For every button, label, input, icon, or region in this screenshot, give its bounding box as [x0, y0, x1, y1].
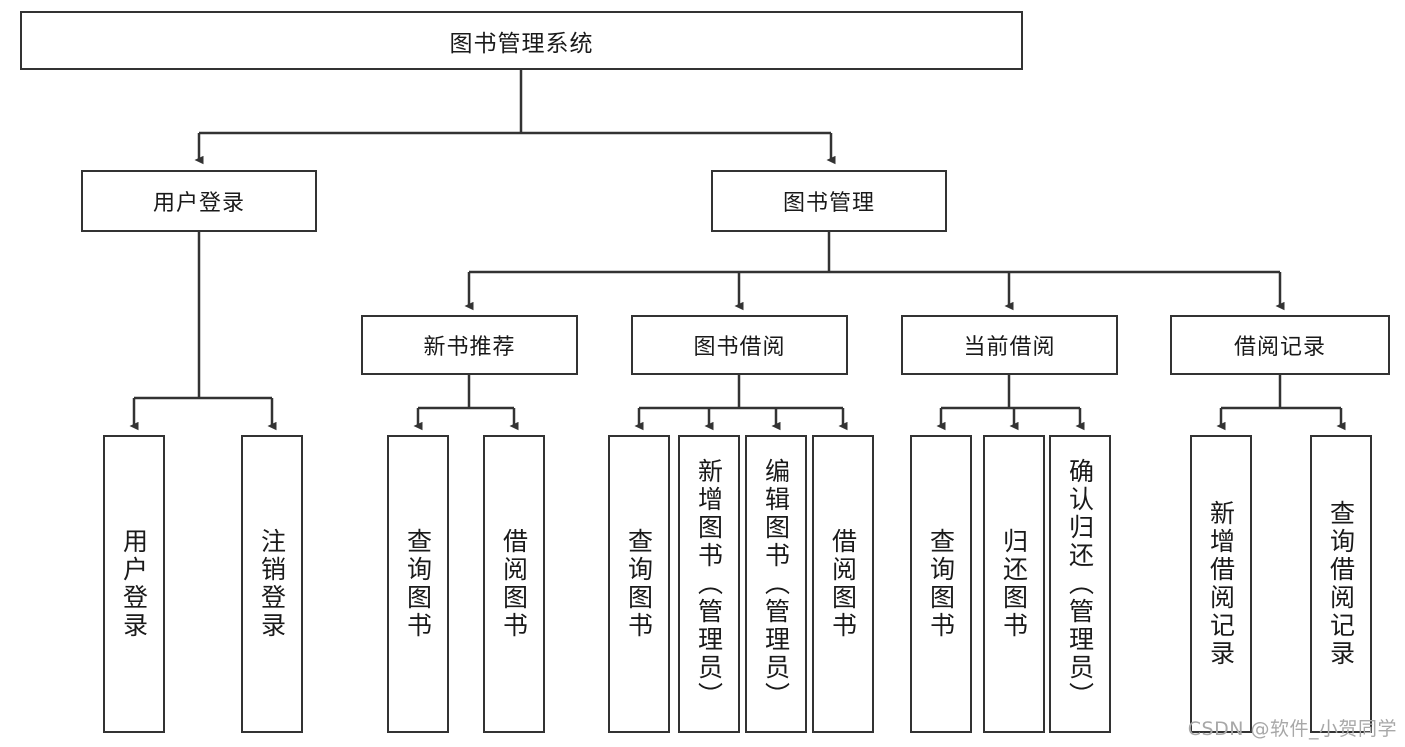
node-label: 编辑图书（管理员）	[761, 458, 791, 710]
node-label: 归还图书	[999, 528, 1029, 640]
leaf-add-book-admin[interactable]: 新增图书（管理员）	[678, 435, 740, 733]
node-book-management[interactable]: 图书管理	[711, 170, 947, 232]
leaf-return-book[interactable]: 归还图书	[983, 435, 1045, 733]
leaf-borrow-book-recommend[interactable]: 借阅图书	[483, 435, 545, 733]
leaf-user-logout[interactable]: 注销登录	[241, 435, 303, 733]
leaf-query-borrow-record[interactable]: 查询借阅记录	[1310, 435, 1372, 733]
leaf-confirm-return-admin[interactable]: 确认归还（管理员）	[1049, 435, 1111, 733]
node-label: 查询图书	[403, 528, 433, 640]
node-label: 借阅图书	[828, 528, 858, 640]
node-label: 查询图书	[624, 528, 654, 640]
node-label: 借阅图书	[499, 528, 529, 640]
node-current-borrow[interactable]: 当前借阅	[901, 315, 1118, 375]
node-label: 图书借阅	[693, 335, 786, 360]
node-label: 确认归还（管理员）	[1065, 458, 1095, 710]
node-label: 查询图书	[926, 528, 956, 640]
node-label: 当前借阅	[963, 335, 1056, 360]
node-borrow-record[interactable]: 借阅记录	[1170, 315, 1390, 375]
node-label: 新增借阅记录	[1206, 500, 1236, 668]
leaf-user-login[interactable]: 用户登录	[103, 435, 165, 733]
leaf-edit-book-admin[interactable]: 编辑图书（管理员）	[745, 435, 807, 733]
leaf-borrow-book[interactable]: 借阅图书	[812, 435, 874, 733]
node-label: 图书管理	[782, 191, 875, 216]
node-label: 用户登录	[152, 191, 245, 216]
leaf-query-book-current[interactable]: 查询图书	[910, 435, 972, 733]
node-label: 查询借阅记录	[1326, 500, 1356, 668]
leaf-add-borrow-record[interactable]: 新增借阅记录	[1190, 435, 1252, 733]
leaf-query-book-borrow[interactable]: 查询图书	[608, 435, 670, 733]
node-book-borrow[interactable]: 图书借阅	[631, 315, 848, 375]
node-label: 新书推荐	[423, 335, 516, 360]
node-label: 注销登录	[257, 528, 287, 640]
node-root[interactable]: 图书管理系统	[20, 11, 1023, 70]
node-label: 用户登录	[119, 528, 149, 640]
leaf-query-book-recommend[interactable]: 查询图书	[387, 435, 449, 733]
node-label: 新增图书（管理员）	[694, 458, 724, 710]
node-user-login[interactable]: 用户登录	[81, 170, 317, 232]
node-label: 图书管理系统	[449, 30, 594, 57]
watermark: CSDN @软件_小贺同学	[1187, 718, 1397, 740]
node-new-book-recommend[interactable]: 新书推荐	[361, 315, 578, 375]
node-label: 借阅记录	[1233, 335, 1326, 360]
